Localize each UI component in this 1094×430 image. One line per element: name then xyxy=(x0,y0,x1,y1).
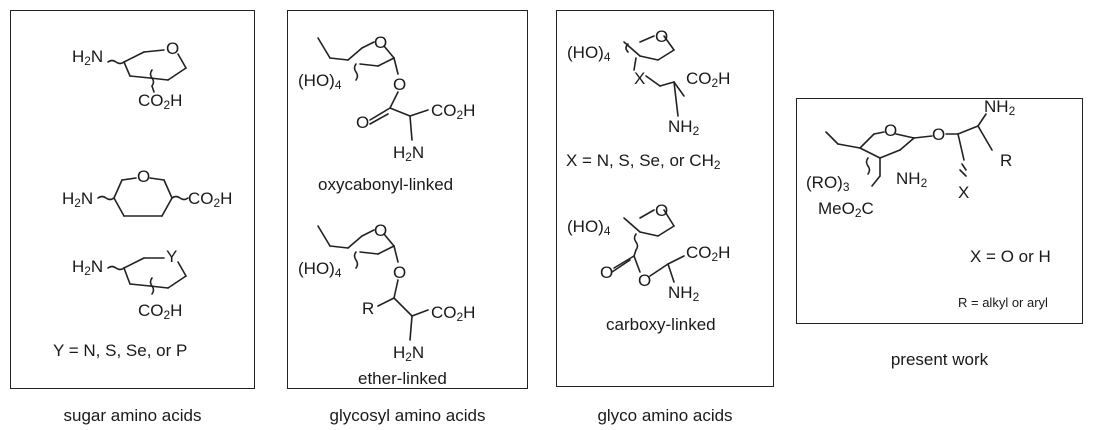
glyco-struct1-acid: CO2H xyxy=(686,69,731,90)
glyco-struct2-bonds xyxy=(611,209,685,283)
present-protected-hydroxyls: (RO)3 xyxy=(806,173,850,194)
glyco-struct1-amine: NH2 xyxy=(668,117,700,138)
glyco-note: X = N, S, Se, or CH2 xyxy=(566,151,721,172)
glyco-struct1-bonds xyxy=(623,35,685,117)
sugar-caption: sugar amino acids xyxy=(63,406,202,425)
glycosyl-struct1-amine: H2N xyxy=(393,143,425,164)
sugar-struct2-bonds xyxy=(97,177,189,217)
glycosyl-struct2-r-group: R xyxy=(362,299,375,318)
sugar-struct1-ring-oxygen: O xyxy=(166,39,180,58)
present-panel-frame xyxy=(796,98,1083,324)
glyco-struct2-carbonyl-oxygen: O xyxy=(600,263,614,282)
glycosyl-struct1-link-oxygen: O xyxy=(393,75,407,94)
present-caption: present work xyxy=(890,350,989,369)
sugar-struct1-acid: CO2H xyxy=(138,91,183,112)
sugar-struct3-amine: H2N xyxy=(72,257,104,278)
glyco-struct2-name: carboxy-linked xyxy=(606,315,716,334)
present-note-x: X = O or H xyxy=(970,247,1051,266)
sugar-panel-frame xyxy=(10,10,255,389)
glycosyl-struct2-acid: CO2H xyxy=(431,303,476,324)
present-amine-top: NH2 xyxy=(984,97,1016,118)
present-ring-oxygen: O xyxy=(884,121,898,140)
present-struct-bonds xyxy=(825,113,993,187)
present-x: X xyxy=(958,183,970,202)
glyco-caption: glyco amino acids xyxy=(597,406,733,425)
present-note-r: R = alkyl or aryl xyxy=(958,295,1048,310)
sugar-struct3-bonds xyxy=(107,257,187,295)
present-link-oxygen: O xyxy=(932,125,946,144)
glycosyl-struct2-ring-oxygen: O xyxy=(374,221,388,240)
glyco-struct2-hydroxyls: (HO)4 xyxy=(567,217,611,238)
glycosyl-struct2-link-oxygen: O xyxy=(393,263,407,282)
sugar-struct2-ring-oxygen: O xyxy=(137,167,151,186)
present-ester: MeO2C xyxy=(818,199,874,220)
glycosyl-struct1-carbonyl-oxygen: O xyxy=(356,113,370,132)
glycosyl-struct1-hydroxyls: (HO)4 xyxy=(298,71,342,92)
glycosyl-struct1-name: oxycabonyl-linked xyxy=(318,175,454,194)
glycosyl-struct2-amine: H2N xyxy=(393,343,425,364)
sugar-note: Y = N, S, Se, or P xyxy=(53,341,188,360)
glycosyl-struct1-ring-oxygen: O xyxy=(374,33,388,52)
sugar-struct1-bonds xyxy=(107,49,187,93)
glyco-struct2-ring-oxygen: O xyxy=(655,201,669,220)
glycosyl-struct2-name: ether-linked xyxy=(358,369,447,388)
glycosyl-struct1-bonds xyxy=(317,37,429,141)
sugar-struct3-ring-y: Y xyxy=(166,247,178,266)
sugar-struct3-acid: CO2H xyxy=(138,301,183,322)
sugar-struct1-amine: H2N xyxy=(72,47,104,68)
glyco-struct2-acid: CO2H xyxy=(686,243,731,264)
glyco-struct1-hydroxyls: (HO)4 xyxy=(567,43,611,64)
glyco-struct1-x: X xyxy=(634,69,646,88)
present-ring-amine: NH2 xyxy=(896,169,928,190)
glyco-struct1-ring-oxygen: O xyxy=(655,27,669,46)
glyco-struct2-amine: NH2 xyxy=(668,283,700,304)
glyco-struct2-link-oxygen: O xyxy=(638,271,652,290)
sugar-struct2-acid: CO2H xyxy=(188,189,233,210)
glycosyl-struct2-hydroxyls: (HO)4 xyxy=(298,259,342,280)
sugar-struct2-amine: H2N xyxy=(62,189,94,210)
glyco-panel-frame xyxy=(556,10,774,387)
present-r-group: R xyxy=(1000,151,1013,170)
glycosyl-struct1-acid: CO2H xyxy=(431,101,476,122)
glycosyl-struct2-bonds xyxy=(317,225,429,341)
glycosyl-panel-frame xyxy=(287,10,528,389)
glycosyl-caption: glycosyl amino acids xyxy=(329,406,486,425)
